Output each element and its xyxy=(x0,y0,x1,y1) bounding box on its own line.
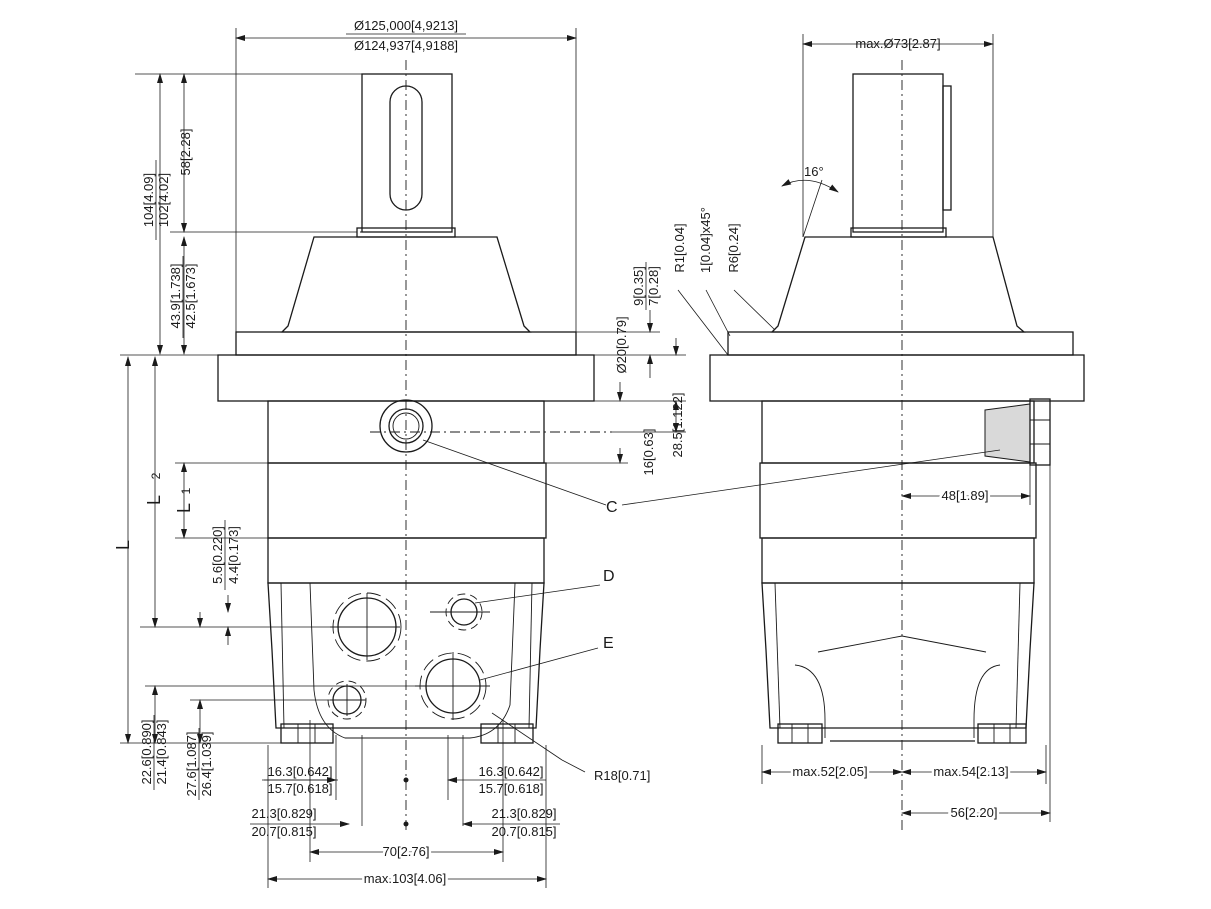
dim-bot-276: 27.6[1.087] xyxy=(184,731,199,796)
dim-pilot-439: 43.9[1.738] xyxy=(168,263,183,328)
dim-port-213a: 21.3[0.829] xyxy=(251,806,316,821)
dim-port-207a: 20.7[0.815] xyxy=(251,824,316,839)
dim-port-157b: 15.7[0.618] xyxy=(478,781,543,796)
dim-port-157a: 15.7[0.618] xyxy=(267,781,332,796)
dim-r1: R1[0.04] xyxy=(672,223,687,272)
dim-port-207b: 20.7[0.815] xyxy=(491,824,556,839)
dim-total-104: 104[4.09] xyxy=(141,173,156,227)
side-cone xyxy=(770,236,1026,333)
dimension-lines xyxy=(120,28,1051,888)
dim-chamfer: 1[0.04]x45° xyxy=(698,207,713,273)
dim-bot-214: 21.4[0.843] xyxy=(154,719,169,784)
dim-r6: R6[0.24] xyxy=(726,223,741,272)
label-l: L xyxy=(113,540,133,550)
dim-total-102: 102[4.02] xyxy=(156,173,171,227)
dim-flange-dia-max: Ø125,000[4,9213] xyxy=(354,18,458,33)
dim-width-103: max.103[4.06] xyxy=(364,871,446,886)
side-pilot xyxy=(727,331,1074,356)
dim-off-285: 28.5[1.122] xyxy=(670,392,685,457)
front-housing-band xyxy=(267,462,547,539)
label-e: E xyxy=(603,635,614,652)
dimension-labels: Ø125,000[4,9213] Ø124,937[4,9188] max.Ø7… xyxy=(113,18,1011,889)
dim-len-56: 56[2.20] xyxy=(951,805,998,820)
dim-max-54: max.54[2.13] xyxy=(933,764,1008,779)
label-c: C xyxy=(606,499,618,516)
dim-r18: R18[0.71] xyxy=(594,768,650,783)
dim-shaft-58: 58[2.28] xyxy=(178,129,193,176)
dim-side-dia: max.Ø73[2.87] xyxy=(855,36,940,51)
dim-max-52: max.52[2.05] xyxy=(792,764,867,779)
dim-off-16: 16[0.63] xyxy=(641,429,656,476)
side-housing-lower xyxy=(761,537,1035,584)
dim-pilot-425: 42.5[1.673] xyxy=(183,263,198,328)
label-l1: L xyxy=(174,503,194,513)
dim-angle: 16° xyxy=(804,164,824,179)
front-endcap xyxy=(267,582,545,744)
label-l2: L xyxy=(144,495,164,505)
dim-ref-56: 5.6[0.220] xyxy=(210,526,225,584)
dim-port-163a: 16.3[0.642] xyxy=(267,764,332,779)
side-housing-band xyxy=(759,462,1037,539)
dim-flange-dia-min: Ø124,937[4,9188] xyxy=(354,38,458,53)
dim-dia-20: Ø20[0.79] xyxy=(614,316,629,373)
side-fitting xyxy=(984,398,1051,466)
side-shaft xyxy=(852,73,944,233)
side-endcap xyxy=(761,582,1035,744)
label-d: D xyxy=(603,568,615,585)
label-l2-sub: 2 xyxy=(149,472,163,479)
dim-port-213b: 21.3[0.829] xyxy=(491,806,556,821)
side-flange xyxy=(709,354,1085,402)
dim-bot-226: 22.6[0.890] xyxy=(139,719,154,784)
label-l1-sub: 1 xyxy=(179,487,193,494)
dim-hole-9: 9[0.35] xyxy=(631,266,646,306)
dim-spacing-70: 70[2.76] xyxy=(383,844,430,859)
dim-len-48: 48[1.89] xyxy=(942,488,989,503)
dim-bot-264: 26.4[1.039] xyxy=(199,731,214,796)
dim-hole-7: 7[0.28] xyxy=(646,266,661,306)
dim-port-163b: 16.3[0.642] xyxy=(478,764,543,779)
dim-ref-44: 4.4[0.173] xyxy=(226,526,241,584)
front-view xyxy=(217,60,612,830)
side-view xyxy=(709,60,1085,830)
